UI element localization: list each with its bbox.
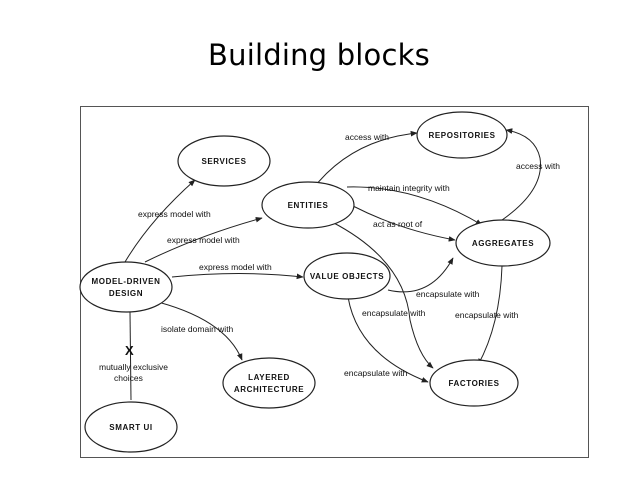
node-model-driven-design xyxy=(79,261,173,313)
edge-entities-factories xyxy=(331,221,434,369)
edge-label-value-objects-aggregates: encapsulate with xyxy=(416,289,480,299)
node-services xyxy=(177,135,271,187)
edge-mdd-layered xyxy=(149,299,243,361)
label-entities: ENTITIES xyxy=(288,201,329,210)
edge-label-exclusive-line1: mutually exclusive xyxy=(99,362,168,372)
edge-value-objects-aggregates xyxy=(387,257,454,293)
label-services: SERVICES xyxy=(201,157,246,166)
node-value-objects xyxy=(303,252,391,300)
edge-label-aggregates-factories: encapsulate with xyxy=(455,310,519,320)
label-aggregates: AGGREGATES xyxy=(472,239,534,248)
label-layered-line2: ARCHITECTURE xyxy=(234,385,304,394)
label-model-driven-line2: DESIGN xyxy=(109,289,143,298)
label-layered-line1: LAYERED xyxy=(248,373,290,382)
edge-entities-aggregates-integrity xyxy=(346,186,483,226)
node-smart-ui xyxy=(84,401,178,453)
edge-entities-repositories xyxy=(311,130,418,191)
edge-label-mdd-entities: express model with xyxy=(167,235,240,245)
slide-title: Building blocks xyxy=(208,38,430,72)
edge-mdd-services xyxy=(124,179,196,263)
edge-label-entities-factories: encapsulate with xyxy=(362,308,426,318)
node-layered-architecture xyxy=(222,357,316,409)
mutually-exclusive-mark: X xyxy=(125,343,134,358)
label-model-driven-line1: MODEL-DRIVEN xyxy=(92,277,161,286)
edge-label-entities-repositories: access with xyxy=(345,132,389,142)
edge-aggregates-factories xyxy=(477,265,503,366)
edge-label-mdd-services: express model with xyxy=(138,209,211,219)
edge-label-mdd-value-objects: express model with xyxy=(199,262,272,272)
edge-label-entities-aggregates-root: act as root of xyxy=(373,219,423,229)
label-value-objects: VALUE OBJECTS xyxy=(310,272,384,281)
edge-label-exclusive-line2: choices xyxy=(114,373,143,383)
node-entities xyxy=(261,181,355,229)
edge-value-objects-factories xyxy=(347,296,429,383)
edge-label-entities-aggregates-integrity: maintain integrity with xyxy=(368,183,450,193)
edge-mdd-entities xyxy=(144,216,263,263)
node-factories xyxy=(429,359,519,407)
node-repositories xyxy=(416,111,508,159)
edge-entities-aggregates-root xyxy=(352,205,456,242)
label-factories: FACTORIES xyxy=(448,379,499,388)
label-smart-ui: SMART UI xyxy=(109,423,152,432)
label-repositories: REPOSITORIES xyxy=(428,131,495,140)
edge-label-aggregates-repositories: access with xyxy=(516,161,560,171)
edge-mdd-value-objects xyxy=(171,273,304,280)
edge-aggregates-repositories xyxy=(501,128,542,221)
edge-label-value-objects-factories: encapsulate with xyxy=(344,368,408,378)
node-aggregates xyxy=(455,219,551,267)
edge-label-mdd-layered: isolate domain with xyxy=(161,324,234,334)
edge-mdd-smart-ui xyxy=(129,311,132,401)
